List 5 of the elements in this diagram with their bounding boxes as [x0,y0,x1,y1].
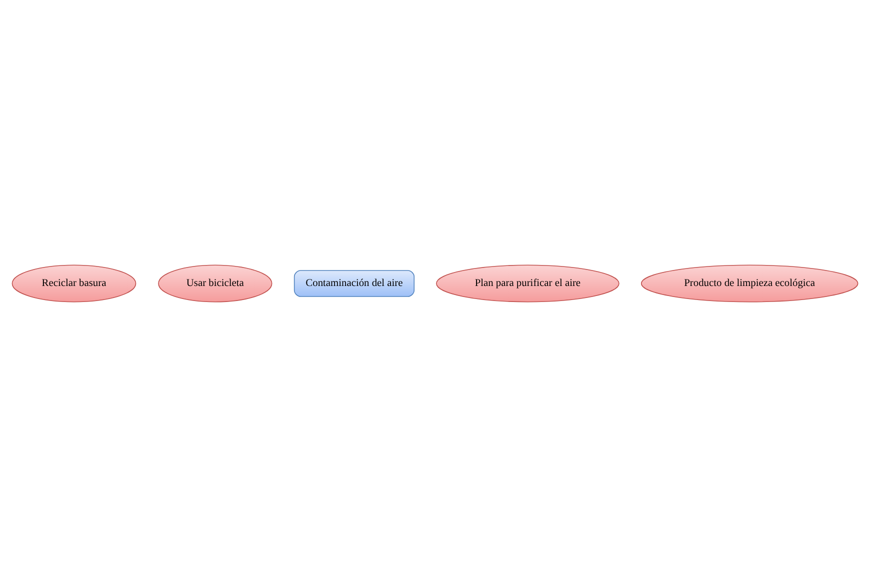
node-ellipse: Producto de limpieza ecológica [640,264,858,302]
node-ellipse: Plan para purificar el aire [436,264,620,302]
node-ellipse: Usar bicicleta [158,264,272,302]
node-box: Contaminación del aire [294,270,415,297]
node-ellipse: Reciclar basura [12,264,136,302]
